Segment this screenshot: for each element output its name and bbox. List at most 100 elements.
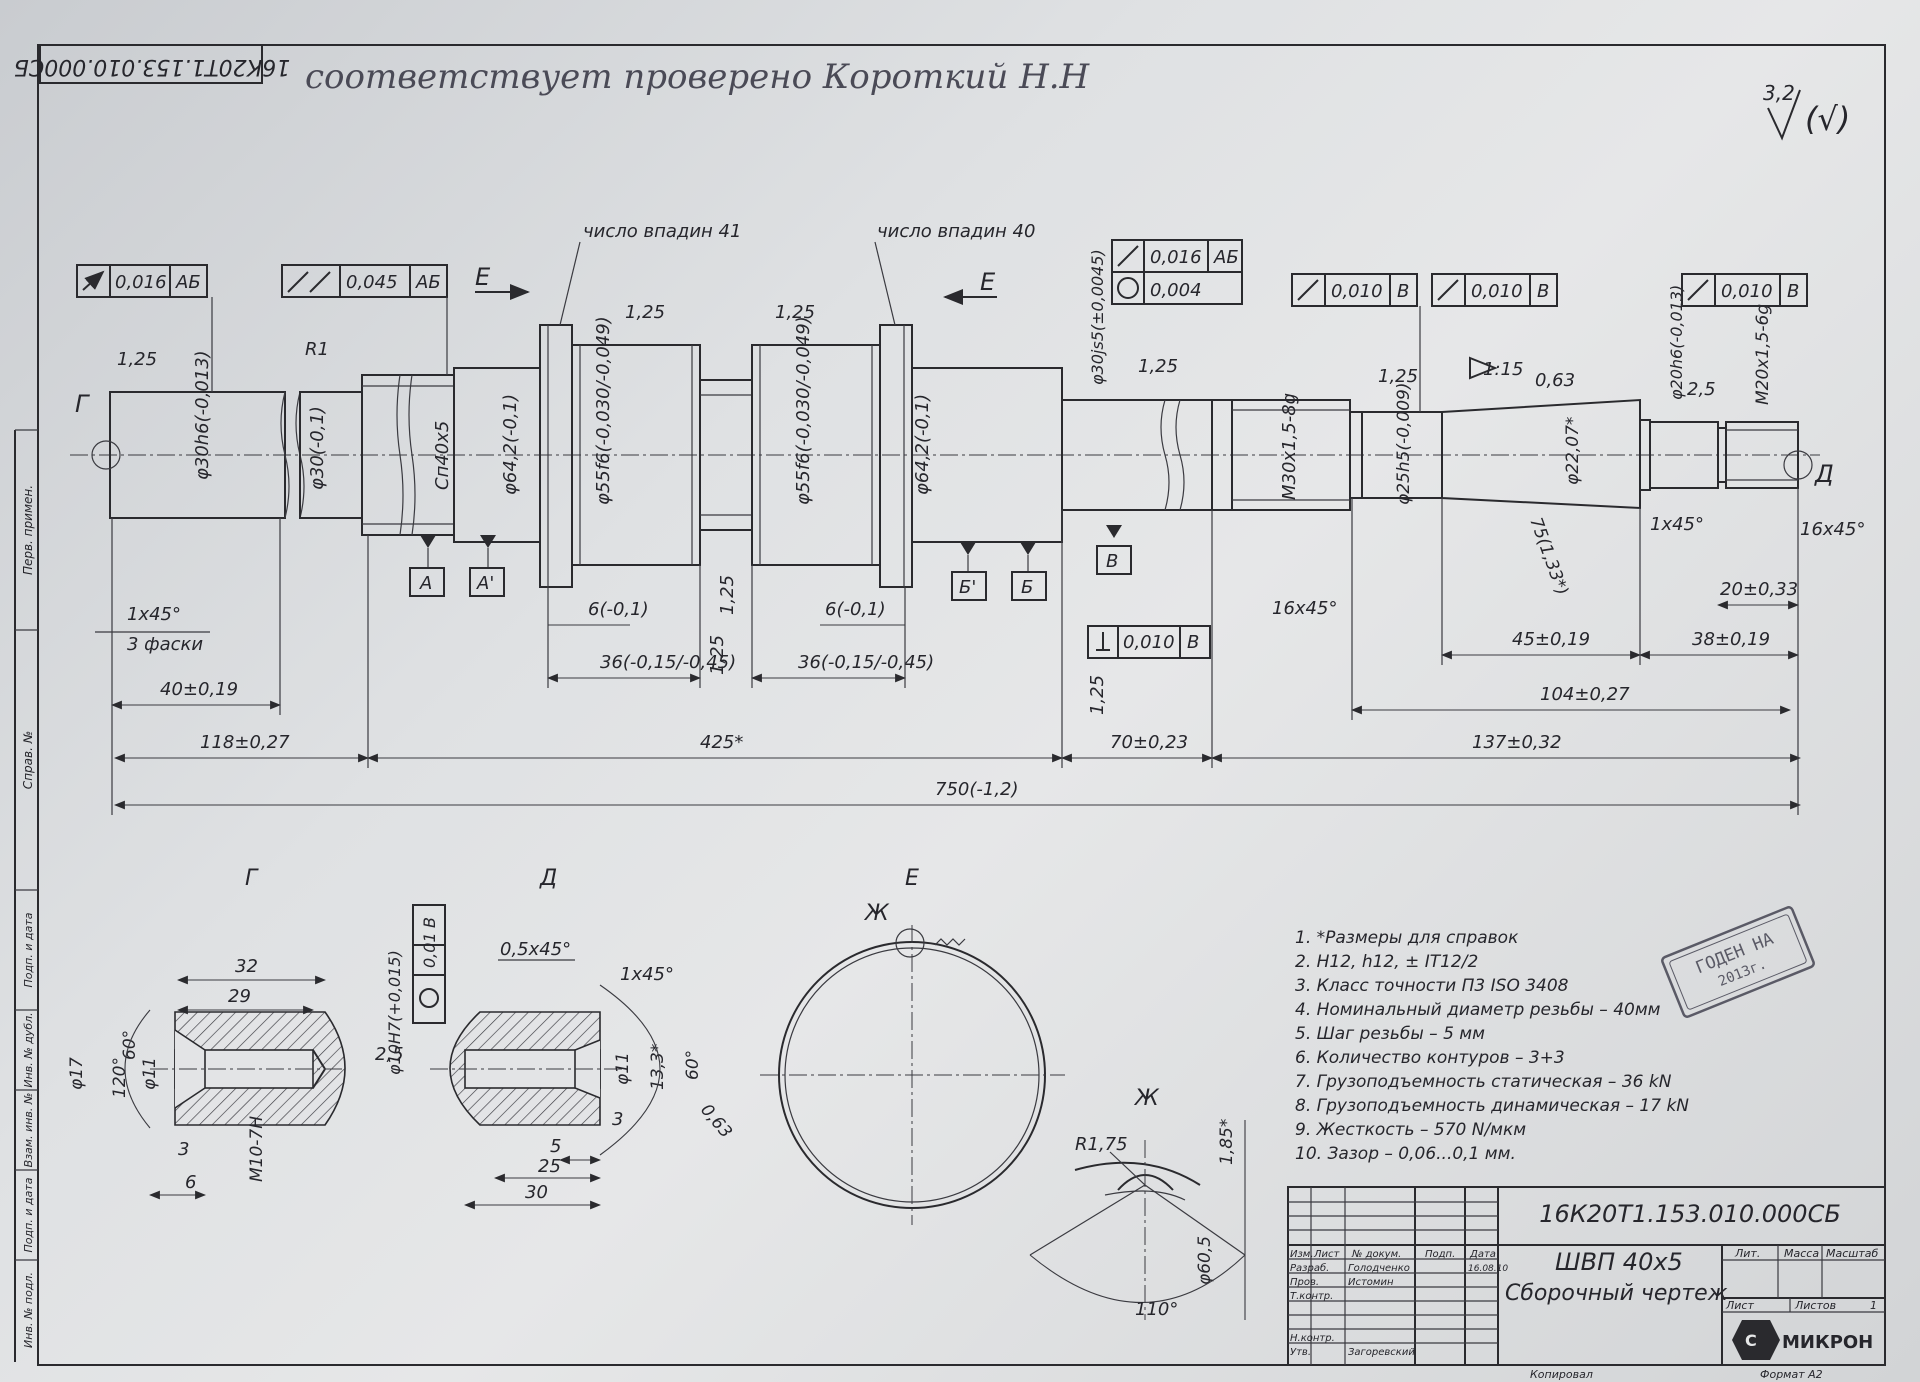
view-label: Ж: [1133, 1086, 1160, 1111]
view-dim: 3: [612, 1109, 623, 1130]
diameter-labels: φ30h6(-0,013) φ30(-0,1) Сп40х5 φ64,2(-0,…: [192, 249, 1773, 505]
tb-head: Лист: [1313, 1249, 1341, 1260]
roots-41-label: число впадин 41: [583, 221, 741, 242]
note-line: 7. Грузоподъемность статическая – 36 kN: [1295, 1072, 1672, 1092]
view-G: Г 32 29 φ17 120° 60° φ11 3 6 М10-7Н: [67, 866, 346, 1200]
len-dim: 137±0,32: [1472, 732, 1562, 753]
note-line: 5. Шаг резьбы – 5 мм: [1295, 1024, 1485, 1044]
dim-label: φ22,07*: [1563, 417, 1583, 485]
view-dim: 25: [538, 1156, 561, 1177]
gd-value: 0,016: [115, 272, 167, 293]
strip-label: Инв. № подл.: [22, 1272, 35, 1348]
gd-base: В: [1397, 281, 1409, 302]
gd-frame-6: 0,010 В: [1681, 273, 1808, 307]
len-dim: 36(-0,15/-0,45): [600, 652, 736, 673]
datum-letter: А': [476, 573, 494, 594]
view-dim: 30: [525, 1182, 548, 1203]
taper-label: 1:15: [1483, 359, 1523, 380]
note-line: 1. *Размеры для справок: [1295, 928, 1519, 948]
gd-base: АБ: [1213, 247, 1239, 268]
tb-date: 16.08.10: [1468, 1264, 1508, 1274]
gd-base: В: [420, 917, 439, 928]
dim-label: φ30h6(-0,013): [192, 350, 213, 480]
len-dim: 750(-1,2): [935, 779, 1019, 800]
note-line: 8. Грузоподъемность динамическая – 17 kN: [1295, 1096, 1689, 1116]
view-dim: 1,85*: [1217, 1119, 1237, 1165]
view-dim: 13,3*: [648, 1044, 668, 1090]
tb-name: Загоревский: [1348, 1347, 1415, 1358]
note-line: 4. Номинальный диаметр резьбы – 40мм: [1295, 1000, 1661, 1020]
tb-footer: Формат А2: [1760, 1368, 1823, 1381]
tb-head: Изм.: [1290, 1249, 1314, 1260]
view-dim: 0,63: [696, 1100, 736, 1142]
view-Zh: Ж R1,75 1,85* φ60,5 110°: [1029, 1086, 1246, 1320]
roughness-label: 1,25: [1378, 366, 1418, 387]
approval-stamp: ГОДЕН НА 2013г.: [1661, 906, 1815, 1018]
section-E-right-label: Е: [980, 268, 996, 296]
roughness-value: 3,2: [1763, 81, 1795, 105]
datum-B-prime: Б': [951, 542, 987, 601]
view-dim: R1,75: [1075, 1134, 1128, 1155]
note-line: 10. Зазор – 0,06...0,1 мм.: [1295, 1144, 1516, 1164]
gd-frame-4: 0,010 В: [1291, 273, 1421, 412]
taper-icon: [1469, 356, 1498, 380]
left-strip: Перв. примен. Справ. № Подп. и дата Инв.…: [14, 429, 39, 1362]
view-dim: φ11: [613, 1052, 633, 1085]
gd-value: 0,004: [1150, 280, 1202, 301]
view-dim: 32: [235, 956, 258, 977]
len-dim: 20±0,33: [1720, 579, 1798, 600]
view-label: Г: [245, 866, 259, 891]
roughness-label: 1,25: [1138, 356, 1178, 377]
view-dim: 2,5: [375, 1044, 404, 1065]
tb-role: Т.контр.: [1290, 1291, 1333, 1302]
tb-value: 1: [1870, 1299, 1877, 1312]
roughness-check-icon: [1767, 89, 1801, 141]
dim-label: Сп40х5: [432, 421, 453, 490]
chamfer-label: 16х45°: [1800, 519, 1865, 540]
roughness-label: 0,63: [1535, 370, 1575, 391]
datum-D-label: Д: [1814, 460, 1834, 488]
gd-base: В: [1537, 281, 1549, 302]
dim-label: φ25h5(-0,009): [1394, 382, 1414, 505]
gd-value: 0,045: [346, 272, 398, 293]
strip-label: Подп. и дата: [22, 912, 35, 987]
len-dim: 425*: [700, 732, 743, 753]
roughness-label: R1: [305, 339, 329, 360]
datum-letter: Б': [959, 577, 976, 598]
taper-length-label: 75(1,33*): [1525, 515, 1572, 598]
roughness-paren: (√): [1805, 100, 1850, 138]
center-hole-D-icon: [1783, 450, 1813, 480]
len-dim: 104±0,27: [1540, 684, 1630, 705]
len-dim: 36(-0,15/-0,45): [798, 652, 934, 673]
strip-label: Подп. и дата: [22, 1177, 35, 1252]
roughness-label: 1,25: [625, 302, 665, 323]
tb-role: Н.контр.: [1290, 1333, 1335, 1344]
len-dim: 38±0,19: [1692, 629, 1770, 650]
datum-letter: Б: [1021, 577, 1033, 598]
tb-name: Голодченко: [1348, 1263, 1410, 1274]
dim-label: φ55f6(-0,030/-0,049): [793, 316, 814, 505]
gd-base: АБ: [415, 272, 441, 293]
top-drawing-number-box: 16К20Т1.153.010.000СБ: [14, 44, 290, 84]
note-line: 2. Н12, h12, ± IT12/2: [1295, 952, 1478, 972]
tb-role: Пров.: [1290, 1277, 1319, 1288]
chamfer-label: 1х45°: [1650, 514, 1704, 535]
dim-label: φ55f6(-0,030/-0,049): [593, 316, 614, 505]
tb-head: Масса: [1784, 1247, 1819, 1260]
tb-role: Разраб.: [1290, 1262, 1329, 1274]
gd-value: 0,010: [1331, 281, 1383, 302]
datum-letter: А: [419, 573, 432, 594]
dim-label: φ30js5(±0,0045): [1088, 249, 1107, 385]
datum-V: В: [1096, 525, 1132, 575]
gd-frame-2: 0,045 АБ: [281, 264, 448, 375]
tb-head: Лит.: [1734, 1247, 1760, 1260]
roughness-label: 1,25: [717, 575, 738, 615]
note-line: 3. Класс точности П3 ISO 3408: [1295, 976, 1569, 996]
strip-label: Взам. инв. №: [22, 1093, 35, 1168]
strip-label: Справ. №: [21, 731, 35, 789]
dim-label: φ64,2(-0,1): [500, 394, 521, 495]
view-dim: 0,5х45°: [500, 939, 571, 960]
technical-notes: 1. *Размеры для справок 2. Н12, h12, ± I…: [1295, 928, 1689, 1164]
